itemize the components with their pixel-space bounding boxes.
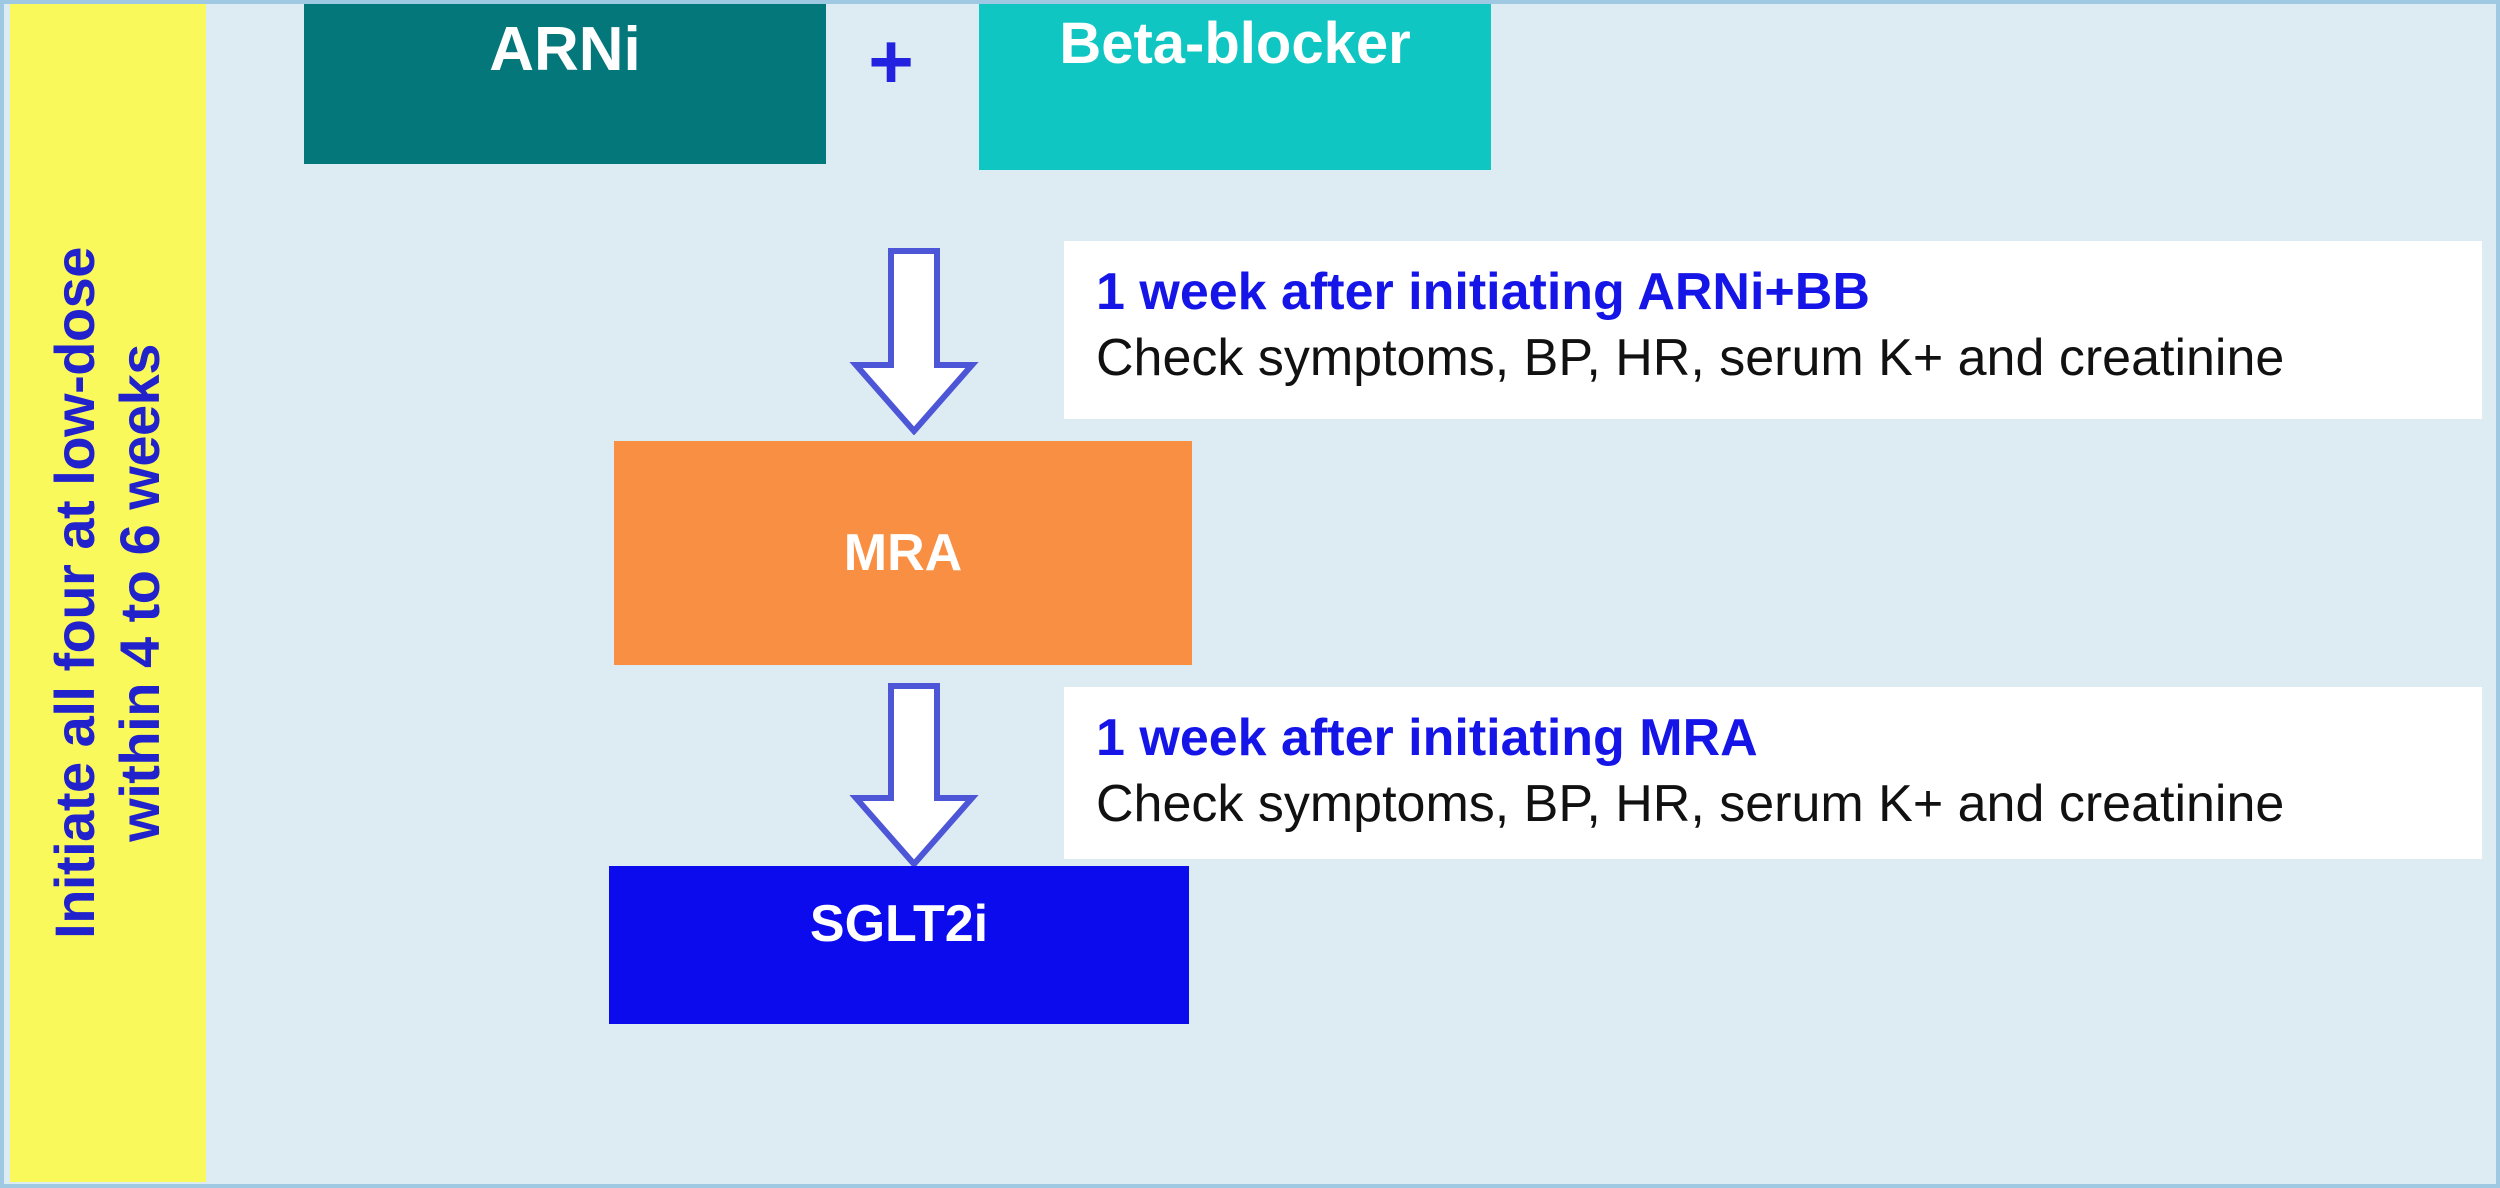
side-banner: Initiate all four at low-dose within 4 t… [10, 4, 206, 1182]
note-body-after-mra: Check symptoms, BP, HR, serum K+ and cre… [1096, 775, 2285, 834]
side-banner-text: Initiate all four at low-dose within 4 t… [43, 247, 173, 939]
plus-icon: + [859, 22, 923, 100]
arrow-down-icon-shape [849, 248, 979, 435]
arrow-down-icon-arni-bb-to-mra [844, 247, 984, 435]
note-box-after-mra: 1 week after initiating MRA Check sympto… [1064, 687, 2482, 859]
note-title-after-arni-bb: 1 week after initiating ARNi+BB [1096, 263, 1870, 321]
step-label-beta-blocker: Beta-blocker [1059, 11, 1411, 76]
step-box-arni[interactable]: ARNi [304, 4, 826, 164]
side-banner-line-2: within 4 to 6 weeks [108, 344, 172, 842]
step-label-arni: ARNi [489, 15, 641, 84]
plus-icon-label: + [868, 17, 914, 105]
note-title-after-mra: 1 week after initiating MRA [1096, 709, 1758, 767]
step-box-sglt2i[interactable]: SGLT2i [609, 866, 1189, 1024]
arrow-down-icon-shape [849, 683, 979, 868]
note-box-after-arni-bb: 1 week after initiating ARNi+BB Check sy… [1064, 241, 2482, 419]
side-banner-line-1: Initiate all four at low-dose [43, 247, 107, 939]
step-box-beta-blocker[interactable]: Beta-blocker [979, 4, 1491, 170]
step-label-mra: MRA [843, 524, 963, 582]
step-box-mra[interactable]: MRA [614, 441, 1192, 665]
step-label-sglt2i: SGLT2i [809, 895, 989, 953]
arrow-down-icon-mra-to-sglt2i [844, 682, 984, 868]
note-body-after-arni-bb: Check symptoms, BP, HR, serum K+ and cre… [1096, 329, 2285, 388]
